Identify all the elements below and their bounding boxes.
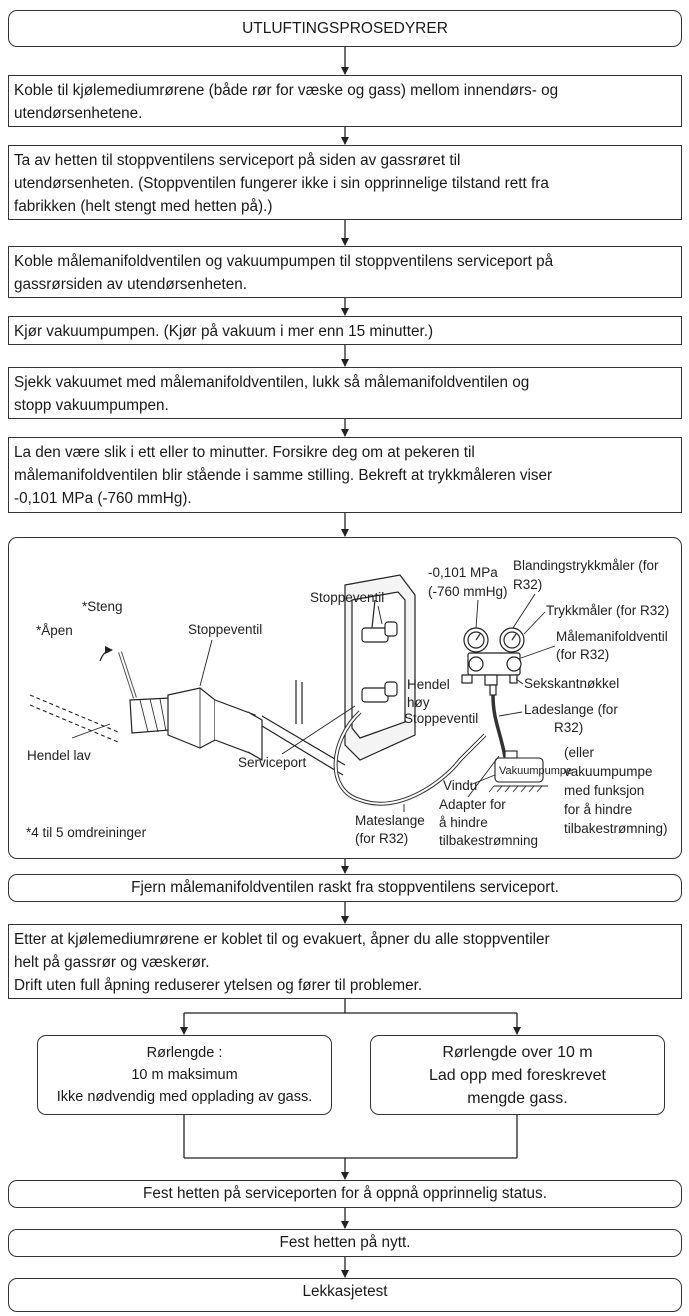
step-wait: La den være slik i ett eller to minutter… — [8, 437, 682, 513]
branch-long-pipe: Rørlengde over 10 m Lad opp med foreskre… — [370, 1035, 665, 1115]
step-text: La den være slik i ett eller to minutter… — [14, 444, 475, 461]
step-text: gassrørsiden av utendørsenheten. — [14, 276, 247, 293]
branch-text: Lad opp med foreskrevet — [429, 1066, 606, 1084]
step-text: fabrikken (helt stengt med hetten på).) — [14, 198, 273, 215]
step-text: Fest hetten på serviceporten for å oppnå… — [143, 1185, 547, 1202]
step-text: Drift uten full åpning reduserer ytelsen… — [14, 977, 423, 994]
step-refit-cap-again: Fest hetten på nytt. — [8, 1229, 682, 1257]
step-leak-test: Lekkasjetest — [8, 1278, 682, 1312]
branch-text: mengde gass. — [467, 1089, 568, 1107]
branch-text: Rørlengde : — [146, 1045, 223, 1061]
step-text: Koble til kjølemediumrørene (både rør fo… — [14, 82, 559, 99]
step-text: Ta av hetten til stoppventilens servicep… — [14, 152, 461, 169]
step-text: Koble målemanifoldventilen og vakuumpump… — [14, 253, 554, 270]
step-text: Lekkasjetest — [302, 1283, 388, 1300]
branch-text: Ikke nødvendig med opplading av gass. — [56, 1089, 313, 1105]
step-check-vacuum: Sjekk vakuumet med målemanifoldventilen,… — [8, 367, 682, 419]
procedure-title-text: UTLUFTINGSPROSEDYRER — [242, 19, 448, 37]
branch-short-pipe: Rørlengde : 10 m maksimum Ikke nødvendig… — [37, 1035, 332, 1115]
step-open-valves: Etter at kjølemediumrørene er koblet til… — [8, 924, 682, 999]
step-text: Fest hetten på nytt. — [279, 1234, 411, 1251]
step-text: Kjør vakuumpumpen. (Kjør på vakuum i mer… — [14, 323, 434, 340]
step-text: Etter at kjølemediumrørene er koblet til… — [14, 931, 550, 948]
step-connect: Koble til kjølemediumrørene (både rør fo… — [8, 75, 682, 127]
step-text: Fjern målemanifoldventilen raskt fra sto… — [131, 879, 559, 896]
step-text: -0,101 MPa (-760 mmHg). — [14, 490, 192, 507]
step-text: helt på gassrør og væskerør. — [14, 954, 210, 971]
step-text: utendørsenheten. (Stoppventilen fungerer… — [14, 175, 549, 192]
step-remove-cap: Ta av hetten til stoppventilens servicep… — [8, 145, 682, 220]
step-refit-cap: Fest hetten på serviceporten for å oppnå… — [8, 1180, 682, 1208]
step-remove-manifold: Fjern målemanifoldventilen raskt fra sto… — [8, 874, 682, 902]
evacuation-diagram — [8, 537, 682, 859]
step-run-pump: Kjør vakuumpumpen. (Kjør på vakuum i mer… — [8, 316, 682, 345]
branch-text: 10 m maksimum — [131, 1067, 238, 1083]
step-text: utendørsenhetene. — [14, 105, 143, 122]
step-text: stopp vakuumpumpen. — [14, 397, 169, 414]
step-connect-manifold: Koble målemanifoldventilen og vakuumpump… — [8, 246, 682, 298]
branch-text: Rørlengde over 10 m — [442, 1043, 593, 1061]
procedure-title: UTLUFTINGSPROSEDYRER — [8, 10, 682, 47]
step-text: Sjekk vakuumet med målemanifoldventilen,… — [14, 374, 530, 391]
step-text: målemanifoldventilen blir stående i samm… — [14, 467, 553, 484]
